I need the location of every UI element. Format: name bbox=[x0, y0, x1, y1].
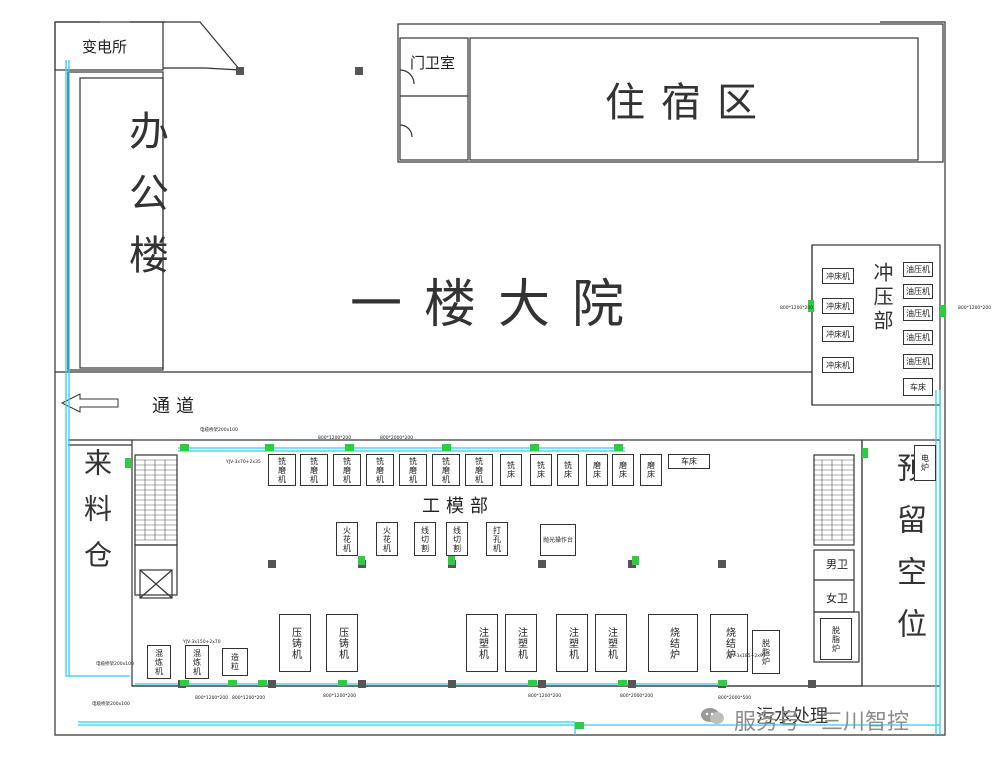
incoming-label: 来料仓 bbox=[80, 448, 113, 586]
box-annotation: 800*1200*200 bbox=[318, 436, 352, 441]
mill-machine: 铣磨机 bbox=[465, 454, 493, 486]
mill-machine: 铣磨机 bbox=[300, 454, 328, 486]
substation-wall bbox=[54, 21, 164, 71]
wire-cut-machine: 线切割 bbox=[446, 522, 468, 556]
granulator: 造粒 bbox=[222, 648, 248, 676]
press-machine: 油压机 bbox=[903, 354, 933, 369]
electric-furnace: 电炉 bbox=[914, 445, 936, 481]
press-machine: 油压机 bbox=[903, 306, 933, 321]
press-machine: 油压机 bbox=[903, 284, 933, 299]
edm-machine: 火花机 bbox=[336, 522, 358, 556]
left-elevator bbox=[139, 569, 173, 599]
mill-machine: 铣磨机 bbox=[399, 454, 427, 486]
sinter-furnace: 烧结炉 bbox=[648, 614, 698, 672]
dorm-wall bbox=[469, 37, 919, 161]
press-machine: 油压机 bbox=[903, 262, 933, 277]
guard-wall bbox=[397, 23, 944, 163]
grinder-machine: 磨床 bbox=[586, 454, 608, 486]
box-annotation: 800*1200*200 bbox=[780, 306, 814, 311]
die-cast-machine: 压铸机 bbox=[279, 614, 311, 672]
box-annotation: 800*1200*200 bbox=[323, 694, 357, 699]
stamp-machine: 冲床机 bbox=[822, 268, 854, 284]
dorm-label: 住宿区 bbox=[605, 80, 773, 126]
injection-machine: 注塑机 bbox=[556, 614, 588, 672]
mill-machine: 铣床 bbox=[500, 454, 522, 486]
box-annotation: 800*2000*500 bbox=[718, 696, 752, 701]
guard-label: 门卫室 bbox=[410, 54, 456, 72]
cable-bottom bbox=[78, 721, 576, 735]
reserved-label: 预留空位 bbox=[891, 452, 926, 660]
cable-annotation: YJV-3x70+2x35 bbox=[226, 460, 261, 465]
die-cast-machine: 压铸机 bbox=[326, 614, 358, 672]
lathe-machine: 车床 bbox=[903, 378, 933, 396]
mixer-machine: 混炼机 bbox=[147, 645, 171, 679]
drill-machine: 打孔机 bbox=[486, 522, 508, 556]
stamp-machine: 冲床机 bbox=[822, 298, 854, 314]
watermark-text: 服务号 · 三川智控 bbox=[734, 710, 909, 735]
stamp-machine: 冲床机 bbox=[822, 326, 854, 342]
male-wc-label: 男卫 bbox=[826, 558, 848, 571]
office-label: 办公楼 bbox=[122, 110, 168, 296]
box-annotation: 800*1200*200 bbox=[528, 694, 562, 699]
mold-label: 工模部 bbox=[422, 496, 494, 517]
press-machine: 油压机 bbox=[903, 330, 933, 345]
mill-machine: 铣磨机 bbox=[333, 454, 361, 486]
stamp-machine: 冲床机 bbox=[822, 357, 854, 373]
injection-machine: 注塑机 bbox=[466, 614, 498, 672]
stamping-label: 冲压部 bbox=[870, 262, 894, 334]
lathe-machine: 车床 bbox=[668, 454, 710, 469]
box-annotation: 800*1200*200 bbox=[958, 306, 992, 311]
edm-machine: 火花机 bbox=[376, 522, 398, 556]
substation-label: 变电所 bbox=[82, 38, 128, 56]
rack-annotation: 电缆桥架200x100 bbox=[92, 702, 130, 707]
watermark-overlap: 污水处理 bbox=[756, 706, 828, 727]
box-annotation: 800*2000*200 bbox=[620, 694, 654, 699]
cable-left-vertical bbox=[65, 60, 130, 677]
mill-machine: 铣磨机 bbox=[268, 454, 296, 486]
mill-machine: 铣床 bbox=[530, 454, 552, 486]
cable-annotation: YJV-3x150+2x70 bbox=[183, 640, 221, 645]
mill-machine: 铣磨机 bbox=[432, 454, 460, 486]
cable-annotation: YJV-3x185+2x95 bbox=[728, 654, 766, 659]
injection-machine: 注塑机 bbox=[595, 614, 627, 672]
mixer-machine: 混炼机 bbox=[185, 645, 209, 679]
degrease-furnace: 脱脂炉 bbox=[820, 618, 852, 660]
box-annotation: 800*2000*200 bbox=[380, 436, 414, 441]
yard-label: 一楼大院 bbox=[350, 275, 647, 335]
box-annotation: 800*1200*200 bbox=[232, 696, 266, 701]
polish-table: 抛光操作台 bbox=[540, 524, 576, 556]
passage-arrow bbox=[60, 393, 119, 413]
injection-machine: 注塑机 bbox=[505, 614, 537, 672]
mill-machine: 铣磨机 bbox=[366, 454, 394, 486]
grinder-machine: 磨床 bbox=[612, 454, 634, 486]
grinder-machine: 磨床 bbox=[640, 454, 662, 486]
box-annotation: 800*1200*200 bbox=[195, 696, 229, 701]
degrease-furnace: 脱脂炉 bbox=[752, 630, 780, 674]
wechat-icon bbox=[701, 708, 724, 724]
passage-label: 通道 bbox=[152, 396, 200, 417]
rack-annotation: 电缆桥架200x100 bbox=[96, 662, 134, 667]
rack-annotation: 电缆桥架200x100 bbox=[200, 428, 238, 433]
female-wc-label: 女卫 bbox=[826, 592, 848, 605]
mill-machine: 铣床 bbox=[557, 454, 579, 486]
sinter-furnace: 烧结炉 bbox=[710, 614, 748, 672]
wire-cut-machine: 线切割 bbox=[414, 522, 436, 556]
